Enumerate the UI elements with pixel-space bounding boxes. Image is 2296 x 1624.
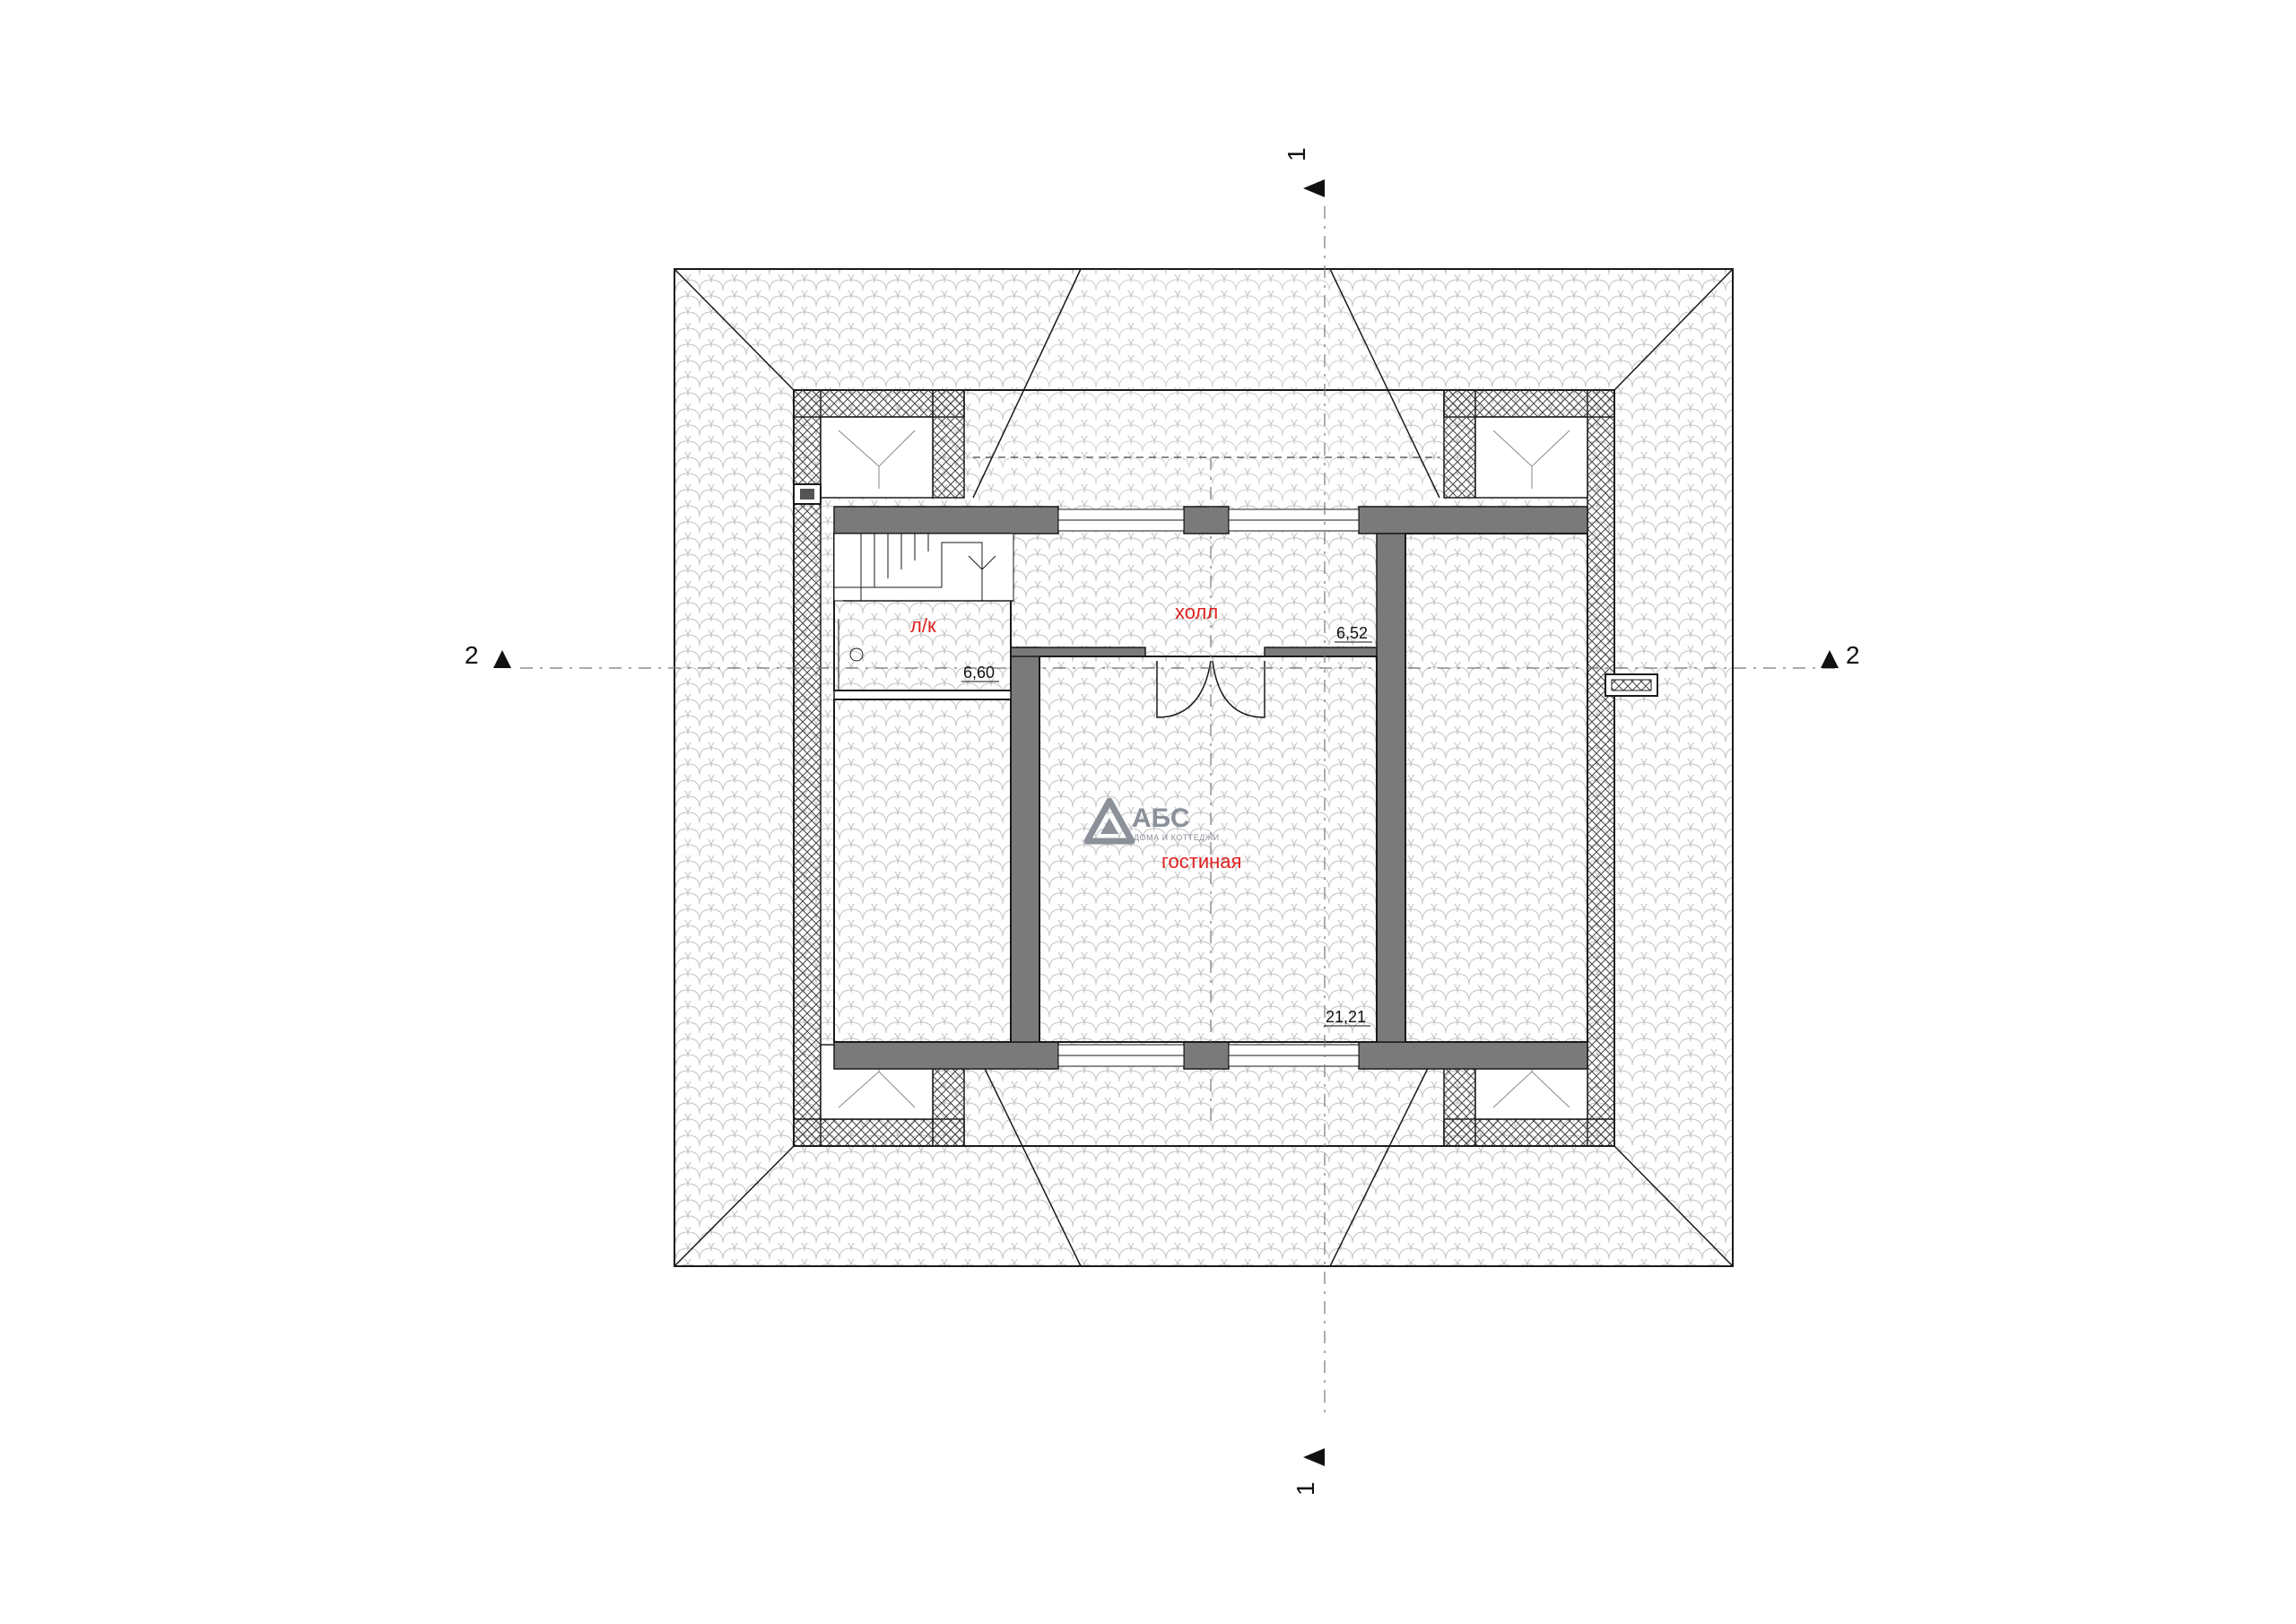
section-lines xyxy=(520,206,1839,1417)
windows xyxy=(1057,508,1360,1067)
section-marker-top: 1 xyxy=(1283,147,1325,197)
stair xyxy=(833,533,1014,690)
rooms xyxy=(833,533,1588,1043)
room-area-living: 21,21 xyxy=(1326,1008,1366,1026)
section-marker-left: 2 xyxy=(465,641,511,669)
svg-text:1: 1 xyxy=(1283,147,1310,161)
section-marker-bottom: 1 xyxy=(1292,1448,1325,1496)
room-area-stair: 6,60 xyxy=(963,664,995,682)
company-logo: АБС ДОМА И КОТТЕДЖИ xyxy=(1083,797,1220,845)
room-label-hall: холл xyxy=(1175,601,1218,623)
section-marker-right: 2 xyxy=(1821,641,1860,669)
svg-text:АБС: АБС xyxy=(1132,803,1190,833)
svg-text:ДОМА И КОТТЕДЖИ: ДОМА И КОТТЕДЖИ xyxy=(1134,833,1220,842)
svg-text:1: 1 xyxy=(1292,1481,1319,1496)
svg-text:2: 2 xyxy=(465,641,479,669)
room-label-living: гостиная xyxy=(1161,850,1241,873)
room-area-hall: 6,52 xyxy=(1336,624,1368,642)
svg-text:2: 2 xyxy=(1846,641,1860,669)
room-label-stair: л/к xyxy=(910,614,936,637)
hall-door xyxy=(1156,660,1265,718)
